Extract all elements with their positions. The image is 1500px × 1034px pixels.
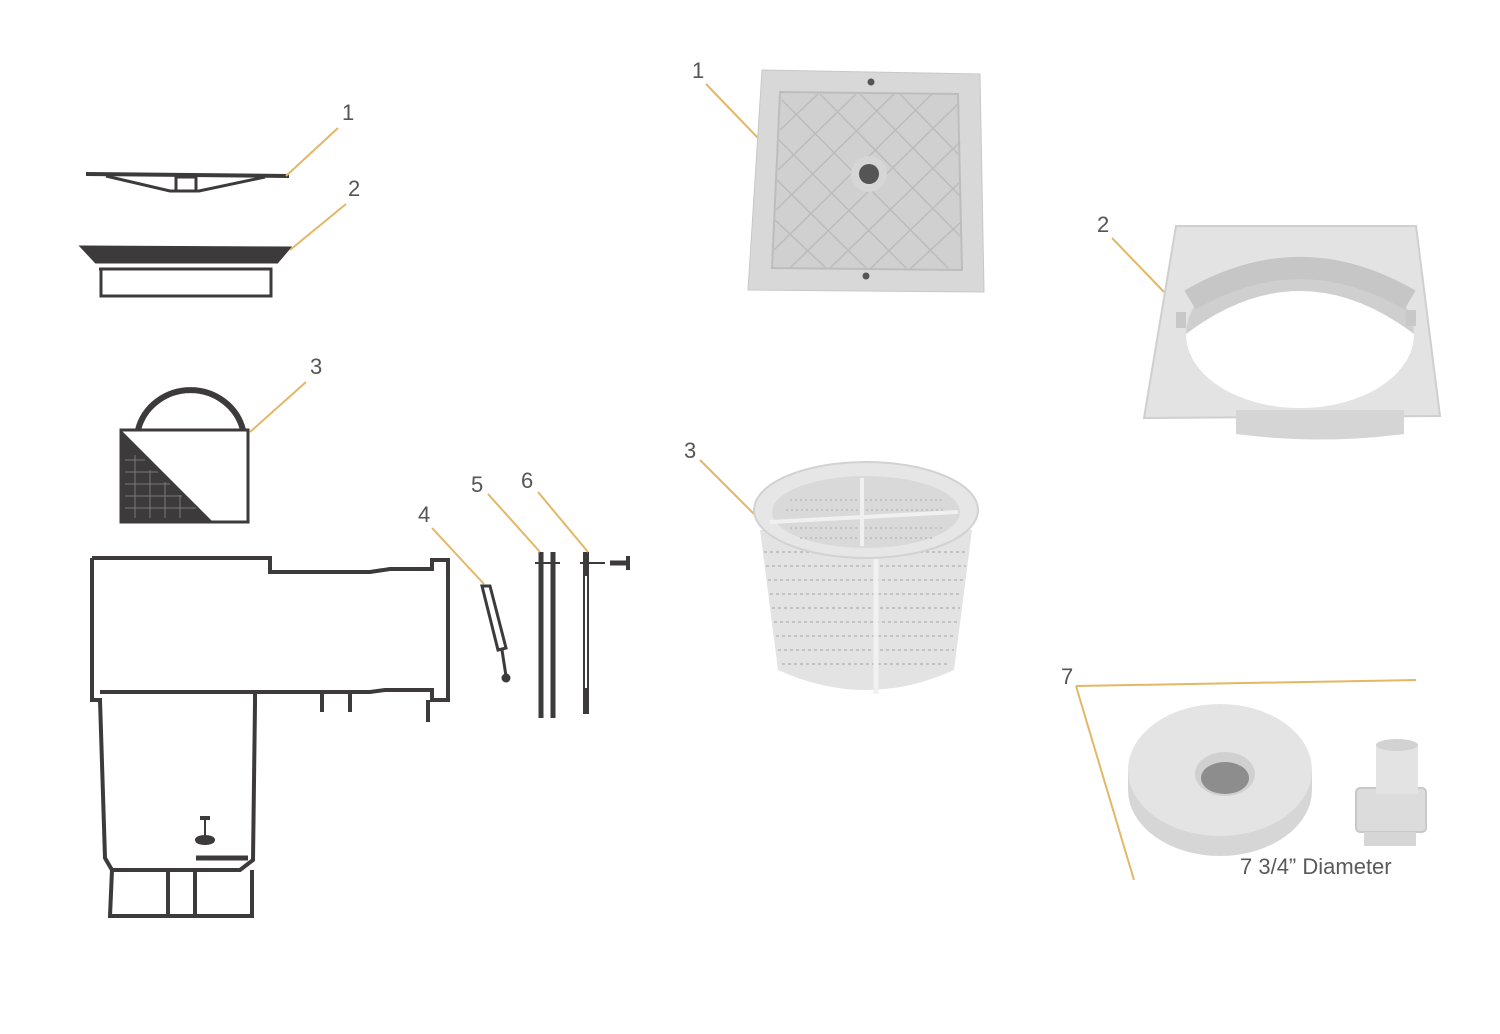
lid-line-drawing bbox=[85, 172, 290, 193]
callout-label-weir-flap: 4 bbox=[418, 502, 431, 527]
callout-label-strainer-basket: 3 bbox=[684, 438, 697, 463]
callout-label-collar: 2 bbox=[348, 176, 361, 201]
face-plate-line-drawing bbox=[580, 552, 630, 714]
leader-lines bbox=[249, 83, 1417, 881]
gasket-line-drawing bbox=[535, 552, 560, 718]
callout-label-gasket: 5 bbox=[471, 472, 484, 497]
return-fitting-photo bbox=[1128, 704, 1427, 856]
weir-flap-line-drawing bbox=[480, 584, 511, 683]
square-collar-photo bbox=[1142, 225, 1442, 440]
skimmer-body-line-drawing bbox=[90, 556, 450, 918]
callout-label-basket: 3 bbox=[310, 354, 323, 379]
callout-label-square-collar: 2 bbox=[1097, 212, 1110, 237]
callout-label-lid: 1 bbox=[342, 100, 355, 125]
diameter-caption: 7 3/4” Diameter bbox=[1240, 854, 1392, 879]
strainer-basket-photo bbox=[753, 461, 979, 694]
collar-line-drawing bbox=[78, 245, 293, 298]
basket-line-drawing bbox=[119, 387, 250, 524]
callout-label-face-plate: 6 bbox=[521, 468, 534, 493]
callout-label-square-lid: 1 bbox=[692, 58, 705, 83]
callout-label-return-fitting: 7 bbox=[1061, 664, 1074, 689]
square-lid-photo bbox=[747, 69, 985, 293]
